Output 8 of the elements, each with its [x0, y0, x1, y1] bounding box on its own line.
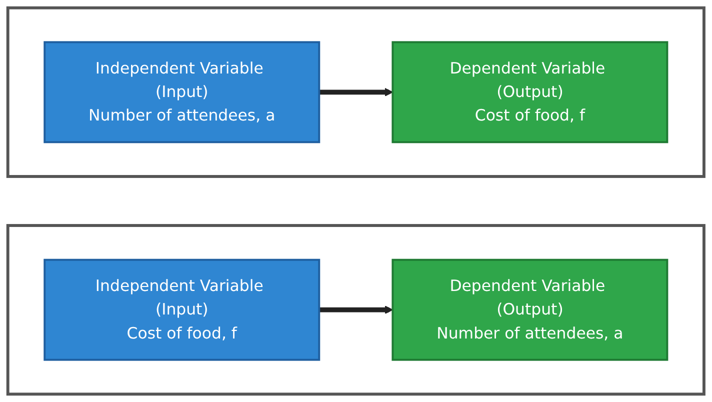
node-box: Independent Variable (Input) Cost of food, f — [44, 258, 320, 361]
arrow — [319, 88, 394, 96]
cluster — [6, 224, 706, 396]
node-box: Dependent Variable (Output) Cost of food, f — [392, 41, 668, 144]
node-box: Independent Variable (Input) Number of attendees, a — [44, 41, 320, 144]
arrow — [319, 306, 394, 314]
cluster — [6, 6, 706, 178]
node-box: Dependent Variable (Output) Number of attendees, a — [392, 258, 668, 361]
